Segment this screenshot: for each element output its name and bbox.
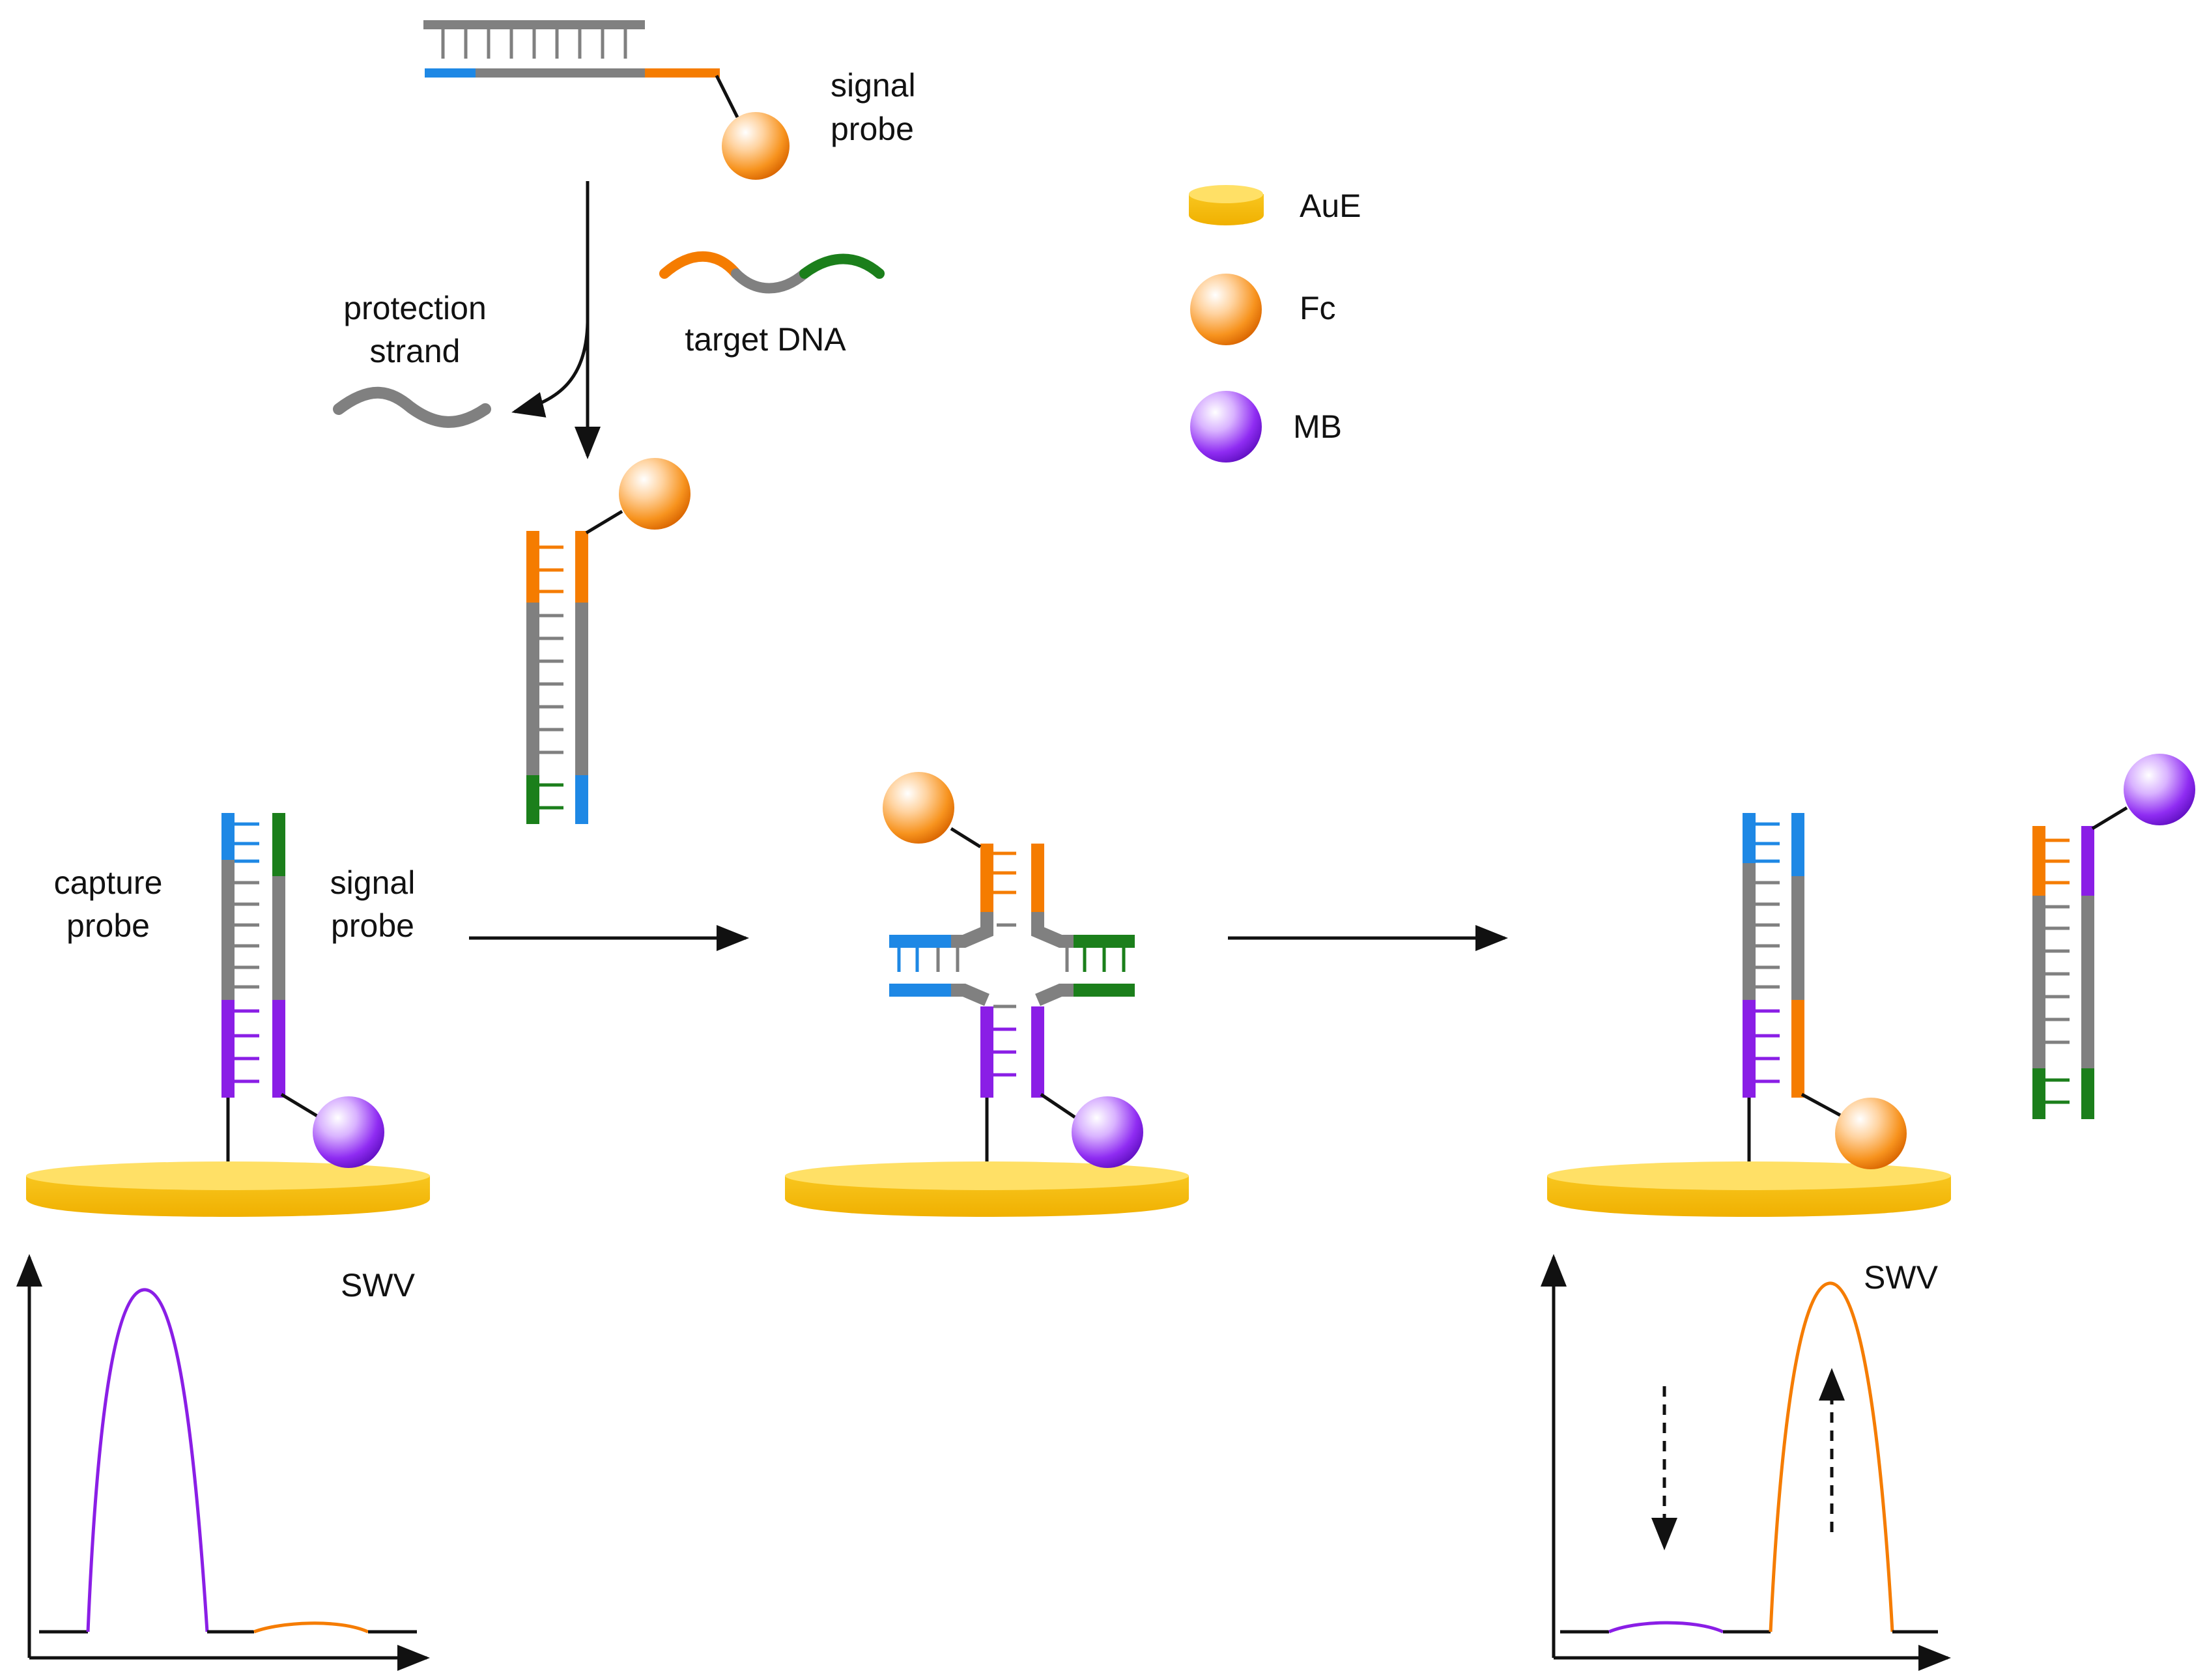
ferrocene-sphere-icon xyxy=(1190,274,1262,345)
right-electrode-assembly xyxy=(1547,813,1951,1217)
methylene-blue-sphere-icon xyxy=(1190,391,1262,463)
signal-probe-left-label-line1: signal xyxy=(330,864,416,901)
fc-peak xyxy=(1769,1281,1894,1632)
target-dna-label: target DNA xyxy=(685,321,846,358)
mb-peak xyxy=(1608,1621,1724,1634)
target-signal-duplex xyxy=(526,458,691,824)
signal-probe-left-label-line2: probe xyxy=(331,907,414,944)
mb-peak xyxy=(86,1288,209,1632)
legend-label-fc: Fc xyxy=(1300,290,1336,326)
signal-probe-protection-duplex xyxy=(423,20,790,180)
ferrocene-sphere-icon xyxy=(883,772,954,844)
swv-label-right: SWV xyxy=(1864,1259,1939,1296)
middle-electrode-assembly xyxy=(785,772,1189,1217)
legend-label-mb: MB xyxy=(1293,408,1342,445)
legend: AuE Fc MB xyxy=(1189,185,1361,463)
signal-probe-label-line2: probe xyxy=(831,111,914,147)
capture-probe-label-line1: capture xyxy=(54,864,163,901)
protection-strand-icon xyxy=(333,386,491,428)
swv-plot-right: SWV xyxy=(1541,1254,1951,1671)
release-arrow xyxy=(511,322,590,418)
ferrocene-sphere-icon xyxy=(722,112,790,180)
left-electrode-assembly xyxy=(26,813,430,1217)
methylene-blue-sphere-icon xyxy=(1072,1096,1143,1168)
methylene-blue-sphere-icon xyxy=(313,1096,384,1168)
protection-strand-label-line1: protection xyxy=(343,290,487,326)
methylene-blue-sphere-icon xyxy=(2124,754,2195,825)
signal-probe-label-line1: signal xyxy=(831,67,916,104)
ferrocene-sphere-icon xyxy=(619,458,691,530)
fc-peak xyxy=(253,1621,369,1634)
ferrocene-sphere-icon xyxy=(1835,1098,1907,1169)
swv-label-left: SWV xyxy=(341,1267,416,1303)
target-dna-icon xyxy=(659,251,885,294)
gold-electrode-icon xyxy=(1189,185,1264,225)
released-mb-duplex xyxy=(2032,754,2195,1119)
legend-label-aue: AuE xyxy=(1300,188,1361,224)
protection-strand-label-line2: strand xyxy=(370,333,461,369)
capture-probe-label-line2: probe xyxy=(66,907,150,944)
swv-plot-left: SWV xyxy=(16,1254,430,1671)
